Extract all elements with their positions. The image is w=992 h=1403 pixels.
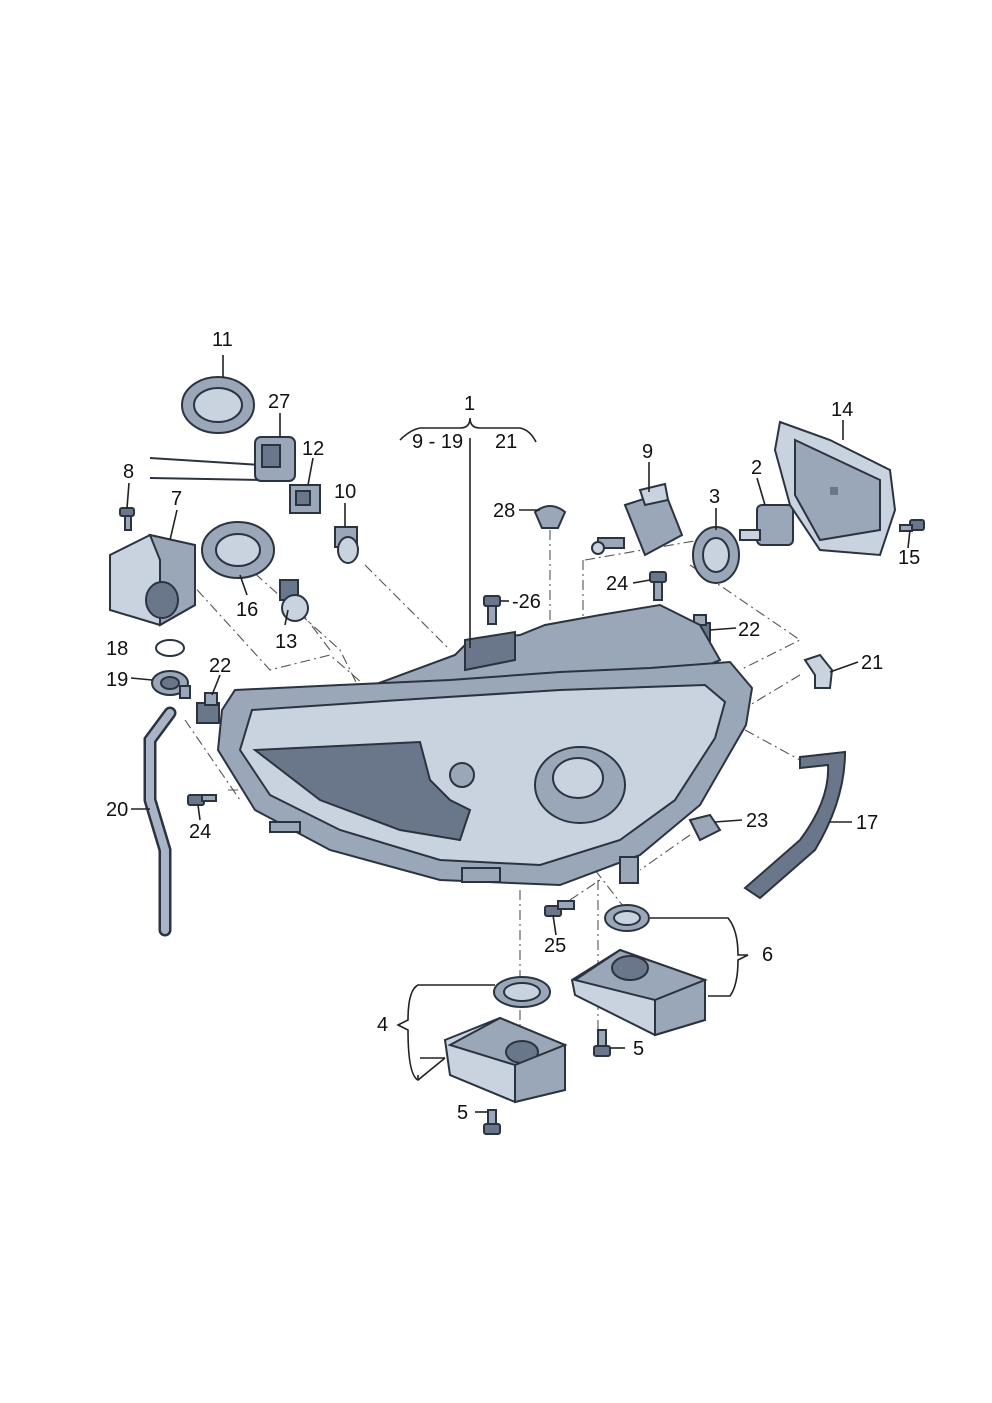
group-brackets: [396, 417, 749, 1081]
label-18: 18: [106, 638, 128, 660]
label-11: 11: [212, 329, 233, 351]
connector-22-left: [196, 692, 220, 724]
cover-14: [773, 420, 897, 557]
label-9-19: 9 - 19: [412, 431, 463, 453]
screw-8: [119, 507, 135, 531]
label-9: 9: [642, 441, 653, 463]
label-21: 21: [861, 652, 883, 674]
label-4: 4: [377, 1014, 388, 1036]
rubber-cap-16: [201, 521, 275, 579]
label-21-group: 21: [495, 431, 517, 453]
leader-lines: [126, 355, 911, 1113]
screw-15: [899, 519, 925, 532]
headlight-housing-1: [216, 603, 754, 887]
screw-5-upper: [593, 1029, 611, 1057]
label-14: 14: [831, 399, 853, 421]
label-19: 19: [106, 669, 128, 691]
bulb-10: [334, 526, 359, 564]
screw-24-left: [187, 794, 217, 806]
label-26: -26: [512, 591, 541, 613]
label-8: 8: [123, 461, 134, 483]
label-13: 13: [275, 631, 297, 653]
motor-9: [591, 482, 684, 557]
label-5-lower: 5: [457, 1102, 468, 1124]
label-24-right: 24: [606, 573, 628, 595]
plug-28: [533, 505, 567, 529]
label-25: 25: [544, 935, 566, 957]
breather-hose-20: [143, 706, 177, 937]
ballast-assembly-4: [443, 976, 568, 1104]
label-23: 23: [746, 810, 768, 832]
label-3: 3: [709, 486, 720, 508]
o-ring-18: [155, 639, 185, 657]
label-20: 20: [106, 799, 128, 821]
cap-19: [151, 670, 191, 699]
label-10: 10: [334, 481, 356, 503]
part-labels: 1 9 - 19 21 11 27 12 10 8 7 16 13 18 19 …: [106, 329, 920, 1124]
label-7: 7: [171, 488, 182, 510]
gas-discharge-bulb-2: [739, 504, 794, 546]
label-16: 16: [236, 599, 258, 621]
label-24-left: 24: [189, 821, 211, 843]
label-6: 6: [762, 944, 773, 966]
label-1: 1: [464, 393, 475, 415]
label-22-left: 22: [209, 655, 231, 677]
ballast-assembly-6: [570, 904, 708, 1037]
seal-strip-17: [743, 750, 847, 900]
label-22-right: 22: [738, 619, 760, 641]
screw-26: [483, 595, 501, 625]
screw-25: [544, 900, 575, 917]
label-5-upper: 5: [633, 1038, 644, 1060]
retaining-ring-3: [692, 526, 740, 584]
screw-24-right: [649, 571, 667, 601]
control-unit-7: [109, 533, 196, 627]
label-15: 15: [898, 547, 920, 569]
wiring-harness-27: [149, 436, 296, 482]
label-2: 2: [751, 457, 762, 479]
bulb-13: [279, 579, 309, 622]
screw-5-lower: [483, 1109, 501, 1135]
label-17: 17: [856, 812, 878, 834]
rubber-cap-11: [181, 376, 255, 434]
label-27: 27: [268, 391, 290, 413]
label-28: 28: [493, 500, 515, 522]
elbow-21: [803, 653, 834, 689]
label-12: 12: [302, 438, 324, 460]
bulb-socket-12: [289, 484, 321, 514]
clip-23: [688, 813, 722, 842]
